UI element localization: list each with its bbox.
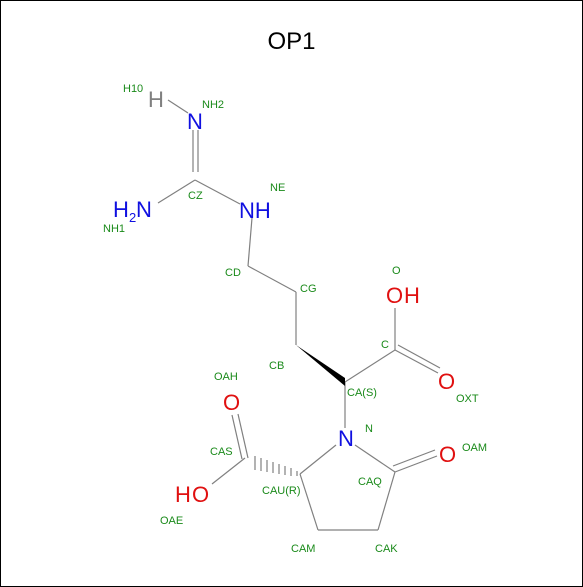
h10-symbol: H: [148, 87, 164, 112]
bond-cd-cg: [247, 265, 297, 293]
atom-label-cam: CAM: [291, 543, 315, 555]
atom-label-cd: CD: [225, 267, 241, 279]
oae-o-symbol: O: [192, 482, 209, 507]
oae-h-symbol: H: [175, 482, 191, 507]
bond-ca-c: [344, 349, 396, 383]
atom-label-n: N: [365, 423, 373, 435]
bond-cam-cau: [299, 473, 319, 531]
ne-symbol: NH: [239, 198, 271, 223]
atom-label-oae: OAE: [160, 515, 183, 527]
bond-caq-cak: [377, 471, 396, 531]
atom-label-cg: CG: [300, 283, 317, 295]
bond-cz-nh1: [157, 179, 196, 204]
bonds: [157, 99, 441, 531]
bond-cas-oah-a: [237, 413, 249, 459]
bond-cz-ne: [194, 179, 241, 205]
hash-bond-cau-cas: [254, 456, 298, 476]
atom-label-oah: OAH: [214, 371, 238, 383]
atom-label-oxt: OXT: [456, 393, 479, 405]
wedge-bond-cb-ca: [296, 345, 345, 386]
oam-symbol: O: [439, 442, 456, 467]
nh1-h-symbol: H: [113, 197, 129, 222]
n-symbol: N: [338, 426, 354, 451]
atom-label-cb: CB: [269, 360, 284, 372]
atom-label-caq: CAQ: [358, 476, 382, 488]
atom-label-h10: H10: [123, 83, 143, 95]
bond-ne-cd: [247, 217, 253, 267]
atom-label-ca: CA(S): [347, 387, 377, 399]
atom-label-ne: NE: [270, 182, 285, 194]
atom-label-cak: CAK: [375, 543, 398, 555]
bond-caq-oam-b: [392, 449, 436, 467]
bond-c-oxt-b: [397, 344, 441, 369]
atom-label-cz: CZ: [188, 190, 203, 202]
atom-label-oam: OAM: [462, 442, 487, 454]
atom-label-cau: CAU(R): [262, 485, 301, 497]
nh1-n-symbol: N: [136, 197, 152, 222]
bond-cas-oah-b: [231, 414, 243, 460]
atom-label-nh2: NH2: [202, 99, 224, 111]
nh2-symbol: N: [187, 109, 203, 134]
bond-c-oxt-a: [394, 349, 439, 374]
atom-label-nh1: NH1: [103, 223, 125, 235]
atom-label-o: O: [392, 265, 401, 277]
bond-cas-oae: [211, 457, 246, 485]
bond-h10-nh2: [167, 99, 189, 114]
bond-n-caq: [354, 444, 396, 473]
bond-cau-n: [299, 444, 337, 475]
o-h-symbol: H: [404, 283, 420, 308]
atom-label-c: C: [381, 339, 389, 351]
atom-label-cas: CAS: [210, 446, 233, 458]
o-symbol: O: [386, 283, 403, 308]
molecule-title: OP1: [267, 28, 316, 55]
bond-caq-oam-a: [394, 455, 438, 473]
oxt-symbol: O: [438, 369, 455, 394]
oah-symbol: O: [223, 390, 240, 415]
nh1-subscript: 2: [129, 210, 136, 225]
